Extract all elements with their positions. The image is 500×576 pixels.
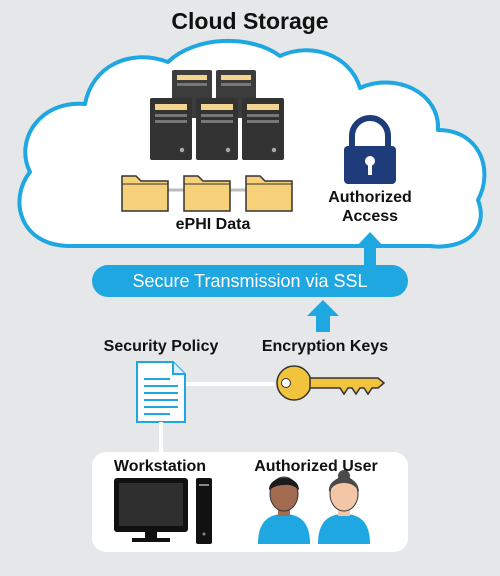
document-icon (136, 361, 186, 423)
computer-tower-icon (196, 478, 212, 544)
authorized-access-line2: Access (341, 208, 399, 225)
page-title: Cloud Storage (171, 8, 329, 34)
authorized-access-label: Authorized Access (310, 188, 430, 226)
authorized-user-label: Authorized User (254, 458, 378, 475)
ephi-data-label: ePHI Data (175, 216, 251, 233)
arrow-up-icon (307, 300, 339, 332)
encryption-keys-label: Encryption Keys (261, 338, 389, 355)
user-avatar-icon (258, 476, 310, 544)
server-icon (196, 98, 238, 160)
monitor-icon (114, 478, 188, 542)
lock-icon (344, 115, 396, 184)
security-policy-label: Security Policy (103, 338, 219, 355)
server-icon (150, 98, 192, 160)
folder-icon (183, 175, 231, 212)
server-icon (242, 98, 284, 160)
ssl-label: Secure Transmission via SSL (132, 271, 368, 291)
workstation-label: Workstation (113, 458, 207, 475)
arrow-up-icon (355, 232, 385, 266)
folder-icon (121, 175, 169, 212)
server-group (150, 70, 284, 160)
authorized-access-line1: Authorized (328, 189, 412, 206)
ssl-bar (92, 265, 408, 297)
folder-icon (245, 175, 293, 212)
user-avatar-icon (318, 470, 370, 544)
key-icon (276, 365, 386, 401)
